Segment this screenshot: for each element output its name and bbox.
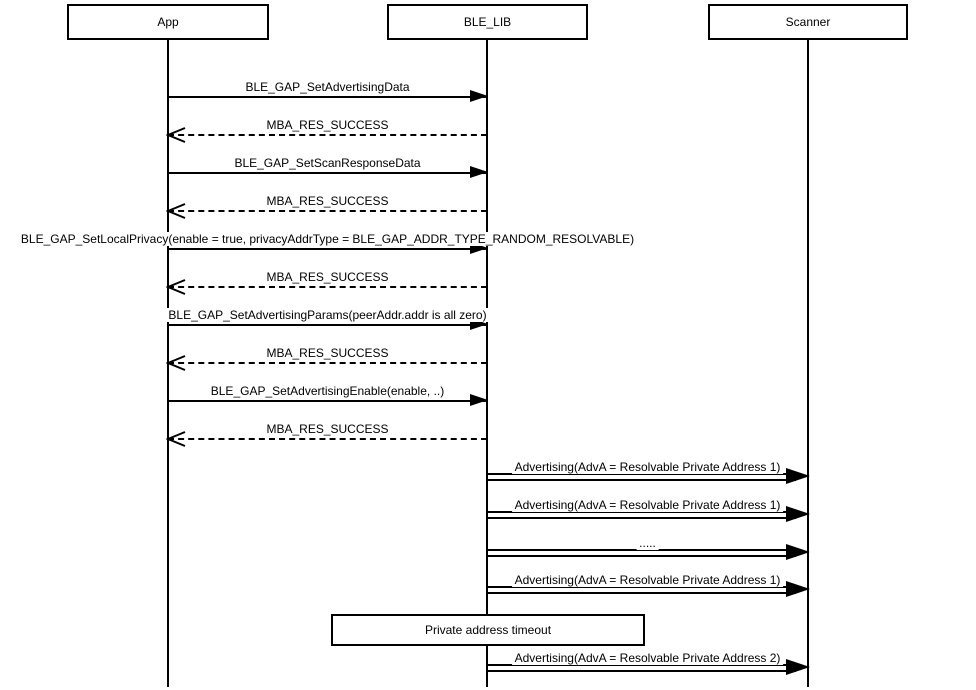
note-label: Private address timeout	[424, 623, 552, 637]
participant-box-ble-lib: BLE_LIB	[387, 4, 588, 40]
arrowhead-right-icon	[786, 468, 810, 484]
participant-label: App	[157, 15, 179, 29]
arrowhead-right-icon	[786, 544, 810, 560]
note-box: Private address timeout	[331, 614, 645, 646]
message-line	[487, 511, 796, 519]
participant-label: BLE_LIB	[463, 15, 512, 29]
arrowhead-right-icon	[470, 166, 488, 178]
message-label: BLE_GAP_SetAdvertisingData	[242, 80, 413, 94]
message-label: MBA_RES_SUCCESS	[263, 270, 392, 284]
message-label: MBA_RES_SUCCESS	[263, 194, 392, 208]
lifeline-ble-lib	[486, 40, 488, 687]
arrowhead-left-open-icon	[166, 431, 186, 447]
message-line	[168, 96, 487, 98]
message-line	[168, 172, 487, 174]
arrowhead-right-icon	[470, 394, 488, 406]
message-line	[168, 248, 487, 250]
message-label: MBA_RES_SUCCESS	[263, 118, 392, 132]
arrowhead-left-open-icon	[166, 355, 186, 371]
message-label: BLE_GAP_SetScanResponseData	[231, 156, 424, 170]
participant-box-app: App	[67, 4, 269, 40]
message-label: MBA_RES_SUCCESS	[263, 422, 392, 436]
message-line	[487, 549, 796, 557]
arrowhead-right-icon	[786, 581, 810, 597]
lifeline-scanner	[807, 40, 809, 687]
message-label: Advertising(AdvA = Resolvable Private Ad…	[511, 498, 784, 512]
message-label: Advertising(AdvA = Resolvable Private Ad…	[511, 651, 784, 665]
message-line	[487, 473, 796, 481]
arrowhead-right-icon	[470, 90, 488, 102]
message-line	[168, 210, 487, 212]
arrowhead-right-icon	[786, 659, 810, 675]
arrowhead-right-icon	[786, 506, 810, 522]
message-label: BLE_GAP_SetLocalPrivacy(enable = true, p…	[17, 232, 638, 246]
arrowhead-left-open-icon	[166, 279, 186, 295]
message-label: MBA_RES_SUCCESS	[263, 346, 392, 360]
message-line	[168, 134, 487, 136]
message-line	[487, 586, 796, 594]
message-label: .....	[636, 536, 659, 550]
message-line	[168, 362, 487, 364]
message-line	[168, 438, 487, 440]
message-line	[168, 400, 487, 402]
arrowhead-left-open-icon	[166, 203, 186, 219]
message-line	[487, 664, 796, 672]
participant-box-scanner: Scanner	[708, 4, 908, 40]
message-label: Advertising(AdvA = Resolvable Private Ad…	[511, 460, 784, 474]
arrowhead-left-open-icon	[166, 127, 186, 143]
participant-label: Scanner	[785, 15, 831, 29]
message-line	[168, 286, 487, 288]
message-label: BLE_GAP_SetAdvertisingEnable(enable, ..)	[207, 384, 448, 398]
message-label: BLE_GAP_SetAdvertisingParams(peerAddr.ad…	[165, 308, 490, 322]
message-label: Advertising(AdvA = Resolvable Private Ad…	[511, 573, 784, 587]
message-line	[168, 324, 487, 326]
